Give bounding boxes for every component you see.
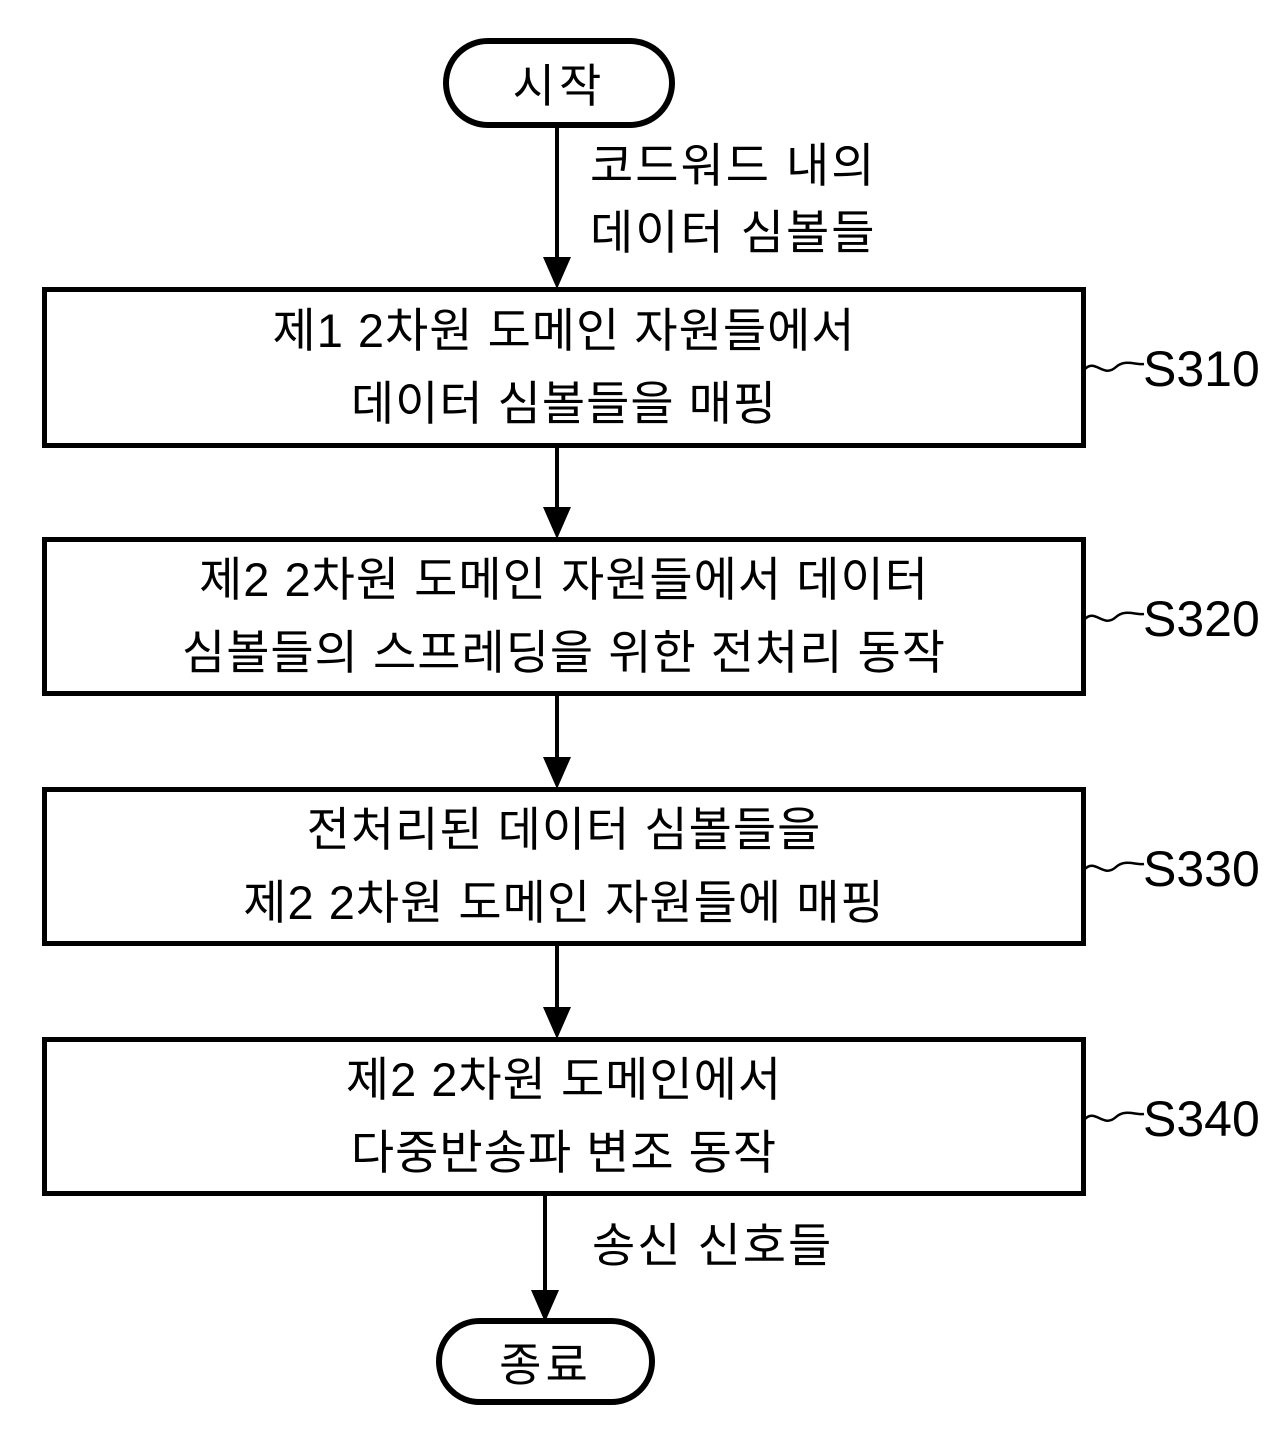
arrow-head-icon (543, 257, 571, 289)
arrow-shaft (555, 447, 559, 507)
arrow-head-icon (543, 757, 571, 789)
output-annotation: 송신 신호들 (592, 1219, 834, 1272)
process-box-s330: 전처리된 데이터 심볼들을 제2 2차원 도메인 자원들에 매핑 (42, 787, 1086, 946)
process-box-s340-line1: 제2 2차원 도메인에서 (345, 1052, 783, 1106)
process-box-s340-line2: 다중반송파 변조 동작 (350, 1125, 778, 1179)
squiggle-connector-s320 (1083, 611, 1145, 622)
start-terminal-label: 시작 (512, 60, 606, 112)
process-box-s310-line2: 데이터 심볼들을 매핑 (350, 376, 778, 430)
process-box-s320-line2: 심볼들의 스프레딩을 위한 전처리 동작 (181, 625, 947, 679)
start-terminal: 시작 (443, 38, 675, 128)
process-box-s320-line1: 제2 2차원 도메인 자원들에서 데이터 (199, 552, 929, 606)
arrow-head-icon (543, 507, 571, 539)
flow-arrow-start-to-s310 (542, 125, 572, 289)
process-box-s330-line1: 전처리된 데이터 심볼들을 (306, 802, 822, 856)
process-box-s340: 제2 2차원 도메인에서 다중반송파 변조 동작 (42, 1037, 1086, 1196)
end-terminal: 종료 (436, 1318, 655, 1405)
arrow-head-icon (531, 1290, 559, 1322)
input-annotation-line1: 코드워드 내의 (590, 139, 877, 192)
arrow-shaft (555, 695, 559, 757)
arrow-head-icon (543, 1007, 571, 1039)
process-box-s320: 제2 2차원 도메인 자원들에서 데이터 심볼들의 스프레딩을 위한 전처리 동… (42, 537, 1086, 696)
step-label-s340: S340 (1143, 1091, 1260, 1147)
squiggle-connector-s330 (1083, 861, 1145, 872)
flow-arrow-s330-to-s340 (542, 945, 572, 1039)
end-terminal-label: 종료 (499, 1338, 592, 1391)
flow-arrow-s310-to-s320 (542, 447, 572, 539)
process-box-s310-line1: 제1 2차원 도메인 자원들에서 (272, 303, 856, 357)
input-annotation: 코드워드 내의 데이터 심볼들 (590, 133, 877, 266)
arrow-shaft (555, 125, 559, 257)
arrow-shaft (543, 1195, 547, 1290)
squiggle-connector-s340 (1083, 1111, 1145, 1122)
flow-arrow-s340-to-end (530, 1195, 560, 1322)
flow-arrow-s320-to-s330 (542, 695, 572, 789)
process-box-s330-line2: 제2 2차원 도메인 자원들에 매핑 (243, 875, 885, 929)
input-annotation-line2: 데이터 심볼들 (590, 205, 877, 259)
step-label-s330: S330 (1143, 841, 1260, 897)
step-label-s310: S310 (1143, 341, 1260, 397)
squiggle-connector-s310 (1083, 361, 1145, 372)
process-box-s310: 제1 2차원 도메인 자원들에서 데이터 심볼들을 매핑 (42, 287, 1086, 448)
step-label-s320: S320 (1143, 591, 1260, 647)
arrow-shaft (555, 945, 559, 1007)
